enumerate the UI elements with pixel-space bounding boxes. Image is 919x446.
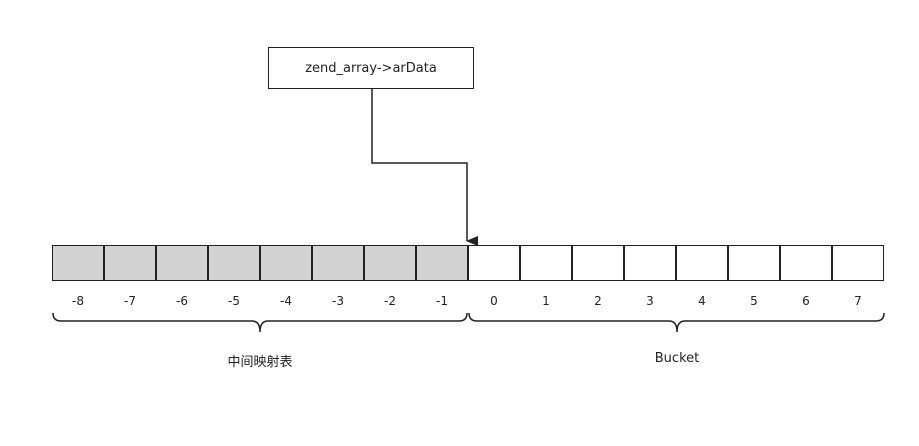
hash-slot (364, 245, 416, 281)
bucket-index-label: 3 (646, 294, 654, 308)
pointer-arrow (371, 89, 478, 246)
bucket-slot (676, 245, 728, 281)
hash-index-label: -7 (124, 294, 136, 308)
hash-index-label: -5 (228, 294, 240, 308)
hash-slot (104, 245, 156, 281)
hash-index-label: -1 (436, 294, 448, 308)
ardata-pointer-box: zend_array->arData (268, 47, 474, 89)
bucket-group-label: Bucket (654, 351, 700, 366)
bucket-index-label: 1 (542, 294, 550, 308)
hash-index-label: -4 (280, 294, 292, 308)
bucket-slot (728, 245, 780, 281)
hash-index-label: -3 (332, 294, 344, 308)
hash-slot (156, 245, 208, 281)
hash-index-label: -8 (72, 294, 84, 308)
hash-slot (312, 245, 364, 281)
bucket-index-label: 4 (698, 294, 706, 308)
hash-index-label: -6 (176, 294, 188, 308)
hash-index-label: -2 (384, 294, 396, 308)
bucket-slot (624, 245, 676, 281)
bucket-index-label: 7 (854, 294, 862, 308)
bucket-index-label: 5 (750, 294, 758, 308)
bucket-index-label: 2 (594, 294, 602, 308)
ardata-pointer-label: zend_array->arData (305, 60, 437, 76)
bucket-index-label: 6 (802, 294, 810, 308)
hash-brace (52, 312, 468, 333)
bucket-slot (572, 245, 624, 281)
hash-group-label: 中间映射表 (227, 355, 293, 370)
bucket-slot (780, 245, 832, 281)
bucket-slot (832, 245, 884, 281)
hash-slot (260, 245, 312, 281)
bucket-slot (520, 245, 572, 281)
bucket-index-label: 0 (490, 294, 498, 308)
bucket-brace (468, 312, 885, 333)
bucket-slot (468, 245, 520, 281)
hash-slot (416, 245, 468, 281)
hash-slot (208, 245, 260, 281)
hash-slot (52, 245, 104, 281)
